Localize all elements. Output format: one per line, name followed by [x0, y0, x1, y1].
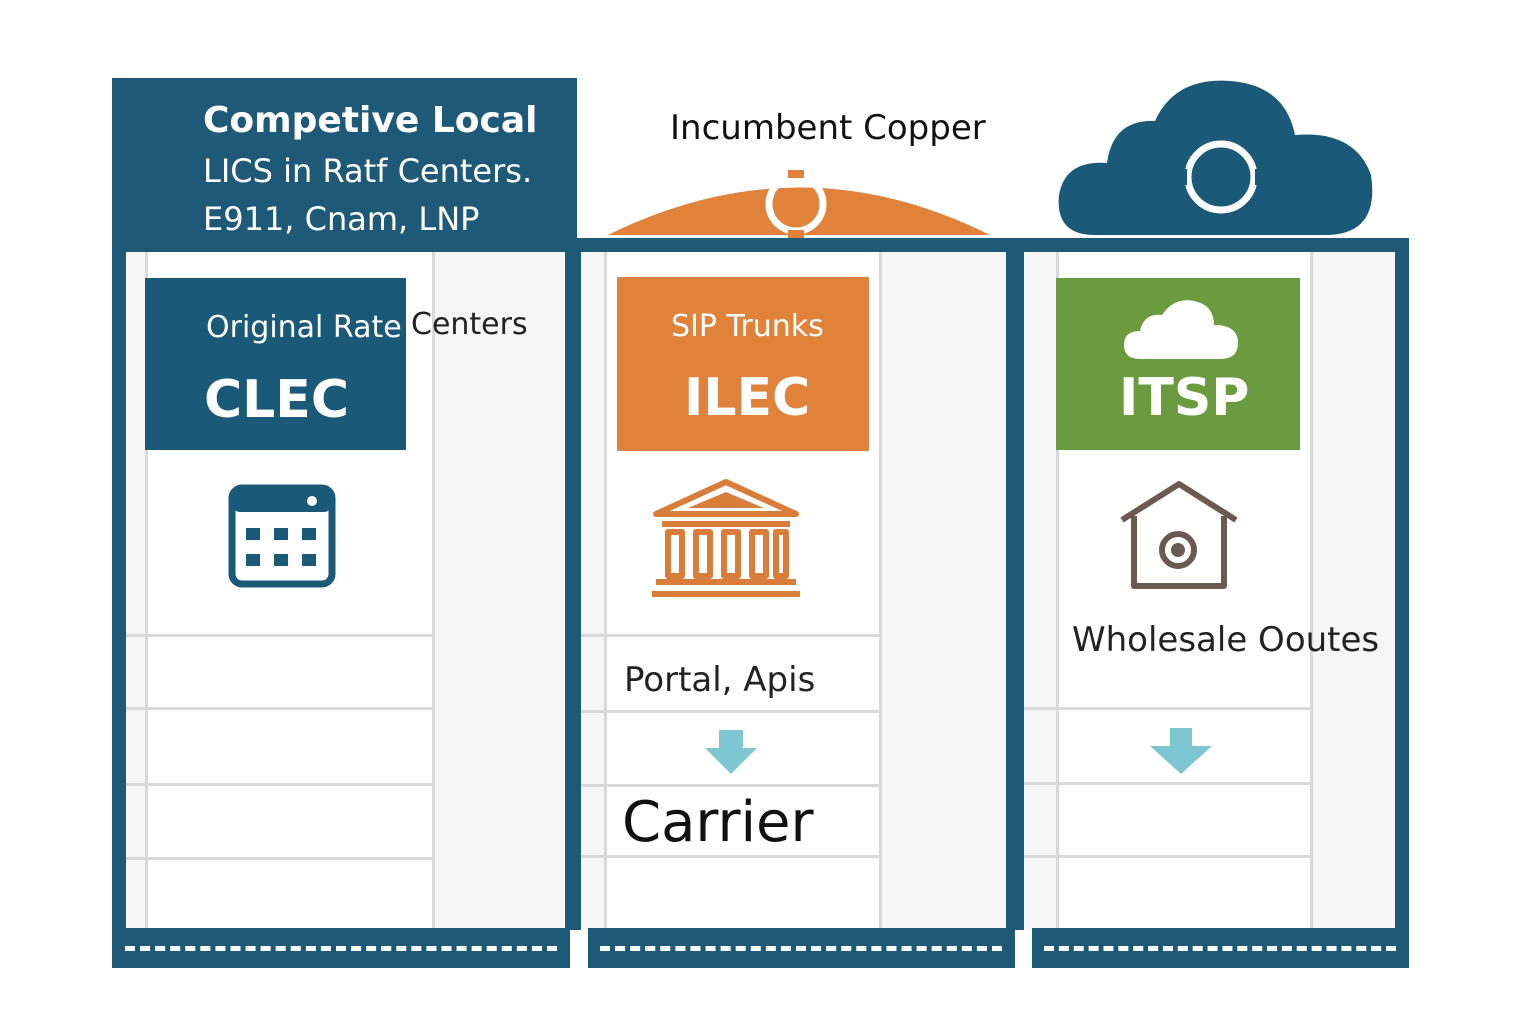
- header-line3: E911, Cnam, LNP: [203, 200, 480, 238]
- frame-right: [1395, 250, 1409, 940]
- ilec-label-carrier: Carrier: [622, 790, 814, 855]
- clec-subtitle: Original Rate: [206, 310, 402, 345]
- calendar-icon: [228, 484, 336, 588]
- arrow-down-icon: [705, 730, 757, 774]
- frame-divider-2: [1006, 250, 1024, 930]
- cloud-icon: [1124, 300, 1238, 359]
- frame-left: [112, 250, 126, 940]
- bank-building-icon: [652, 479, 800, 597]
- ilec-box: [617, 277, 869, 451]
- header-panel: [112, 78, 577, 258]
- ilec-label-portal: Portal, Apis: [624, 660, 816, 700]
- ilec-name: ILEC: [684, 368, 811, 428]
- dome-icon: [608, 170, 990, 238]
- home-icon: [1120, 481, 1238, 589]
- incumbent-copper-label: Incumbent Copper: [670, 108, 986, 148]
- itsp-name: ITSP: [1119, 368, 1250, 428]
- clec-subtitle-overflow: Centers: [411, 307, 528, 342]
- clec-box: [145, 278, 406, 450]
- cloud-large-icon: [1058, 80, 1373, 236]
- clec-name: CLEC: [204, 370, 349, 430]
- header-title: Competive Local: [203, 100, 538, 141]
- frame-divider-1: [565, 250, 581, 930]
- arrow-down-icon-2: [1150, 728, 1212, 774]
- itsp-label-wholesale: Wholesale Ooutes: [1072, 620, 1380, 660]
- frame-top-bar: [577, 238, 1409, 252]
- header-line2: LICS in Ratf Centers.: [203, 152, 533, 190]
- ilec-subtitle: SIP Trunks: [671, 309, 824, 344]
